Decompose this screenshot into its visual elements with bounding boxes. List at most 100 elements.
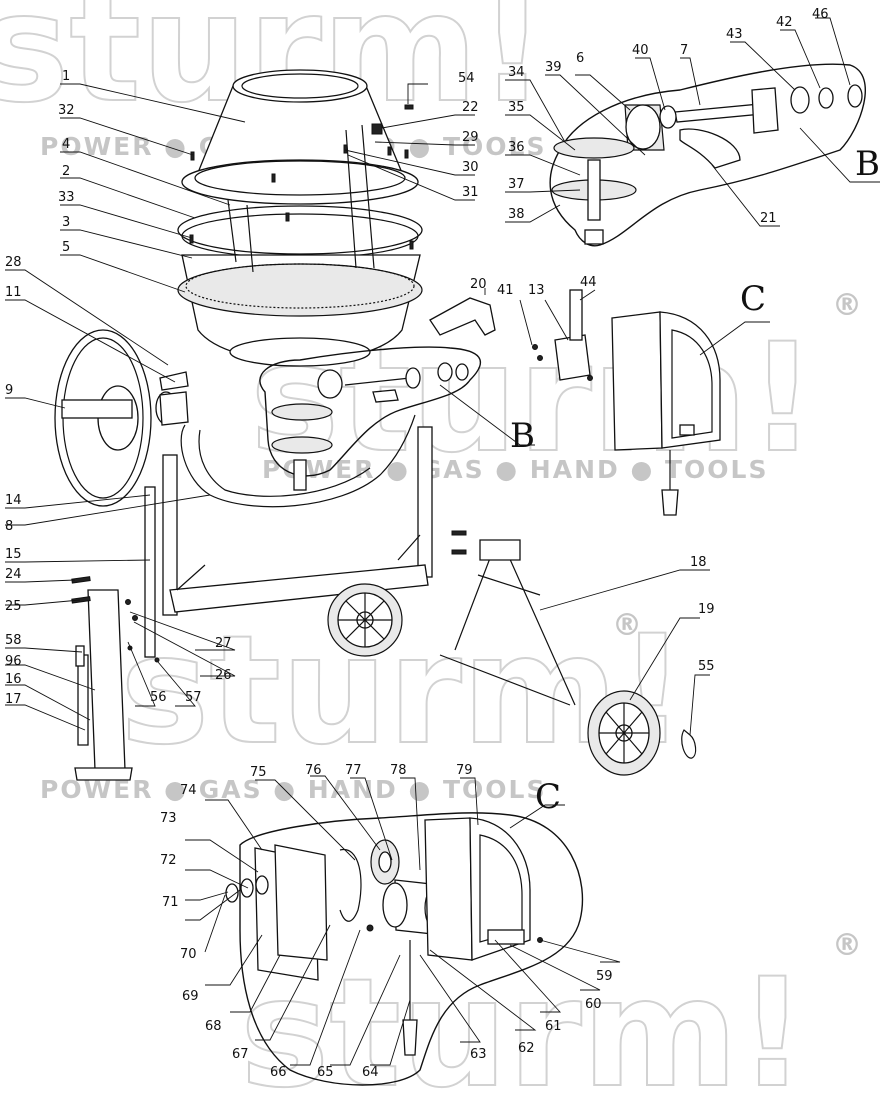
gear-guard (679, 128, 741, 169)
callout-64: 64 (362, 1065, 379, 1080)
frame-crossbar (169, 564, 429, 613)
callout-15: 15 (5, 547, 22, 562)
part-callouts: 1 32 4 2 33 3 5 54 22 29 30 31 28 11 9 1… (5, 7, 829, 1080)
section-label-c-lower: C (535, 777, 561, 817)
callout-33: 33 (58, 190, 75, 205)
callout-78: 78 (390, 763, 407, 778)
drive-shaft (674, 103, 763, 123)
power-plug-lower (402, 1019, 418, 1056)
callout-21: 21 (760, 211, 777, 226)
callout-28: 28 (5, 255, 22, 270)
drum-cradle-arm (180, 414, 416, 508)
watermark-tagline-middle: POWER ● GAS ● HAND ● TOOLS (262, 455, 768, 484)
callout-16: 16 (5, 672, 22, 687)
leg-insert (77, 654, 89, 746)
drum-upper-flange (181, 159, 419, 205)
callout-26: 26 (215, 668, 232, 683)
bearing-plate-upper (553, 137, 635, 159)
section-label-b-top: B (855, 144, 880, 184)
drum-support-arms (227, 124, 375, 273)
callout-4: 4 (62, 137, 70, 152)
callout-39: 39 (545, 60, 562, 75)
watermark-registered-1: ® (832, 288, 864, 323)
callout-61: 61 (545, 1019, 562, 1034)
section-label-c-top: C (740, 279, 766, 319)
drum-assembly (177, 69, 423, 367)
bracket-20 (429, 297, 496, 336)
callout-32: 32 (58, 103, 75, 118)
callout-70: 70 (180, 947, 197, 962)
callout-72: 72 (160, 853, 177, 868)
motor-housing-upper (611, 311, 721, 516)
callout-36: 36 (508, 140, 525, 155)
callout-19: 19 (698, 602, 715, 617)
callout-35: 35 (508, 100, 525, 115)
callout-8: 8 (5, 519, 13, 534)
callout-57: 57 (185, 690, 202, 705)
motor-detail-c (225, 812, 584, 1086)
callout-24: 24 (5, 567, 22, 582)
motor-cover-plate (611, 311, 663, 451)
callout-62: 62 (518, 1041, 535, 1056)
frame-stand-post (144, 486, 156, 658)
callout-56: 56 (150, 690, 167, 705)
wheel-stand-assembly (439, 530, 697, 776)
callout-5: 5 (62, 240, 70, 255)
callout-46: 46 (812, 7, 829, 22)
watermark-registered-3: ® (832, 928, 864, 963)
drum-opening (232, 69, 368, 103)
callout-9: 9 (5, 383, 13, 398)
callout-71: 71 (162, 895, 179, 910)
callout-96: 96 (5, 654, 22, 669)
section-letters: B B C C (510, 144, 880, 817)
callout-29: 29 (462, 130, 479, 145)
callout-63: 63 (470, 1047, 487, 1062)
frame-wheel (327, 583, 403, 657)
watermark-layer: sturm! POWER ● GAS ● HAND ● TOOLS sturm!… (0, 0, 864, 1095)
callout-69: 69 (182, 989, 199, 1004)
callout-30: 30 (462, 160, 479, 175)
cotter-pin (681, 729, 697, 759)
watermark-registered-2: ® (612, 608, 644, 643)
callout-74: 74 (180, 783, 197, 798)
callout-27: 27 (215, 636, 232, 651)
callout-67: 67 (232, 1047, 249, 1062)
frame-left-leg (87, 589, 126, 771)
section-label-b-center: B (510, 416, 535, 456)
main-frame (71, 414, 433, 781)
pinion-shaft-detail-b (549, 63, 866, 247)
bracket-13 (554, 334, 591, 381)
callout-54: 54 (458, 71, 475, 86)
pinion-shaft-detail-center (259, 346, 482, 491)
callout-13: 13 (528, 283, 545, 298)
callout-79: 79 (456, 763, 473, 778)
callout-2: 2 (62, 164, 70, 179)
leader-lines (5, 17, 880, 1066)
callout-73: 73 (160, 811, 177, 826)
callout-59: 59 (596, 969, 613, 984)
callout-55: 55 (698, 659, 715, 674)
callout-44: 44 (580, 275, 597, 290)
callout-18: 18 (690, 555, 707, 570)
callout-76: 76 (305, 763, 322, 778)
callout-68: 68 (205, 1019, 222, 1034)
callout-11: 11 (5, 285, 22, 300)
callout-3: 3 (62, 215, 70, 230)
callout-75: 75 (250, 765, 267, 780)
callout-42: 42 (776, 15, 793, 30)
callout-25: 25 (5, 599, 22, 614)
wheel-stand-frame (439, 544, 576, 706)
handwheel-assembly (54, 329, 189, 507)
drive-belt (339, 849, 362, 922)
frame-left-post (162, 454, 178, 616)
callout-43: 43 (726, 27, 743, 42)
drum-seal-ring (177, 205, 423, 255)
frame-right-post (417, 426, 433, 578)
callout-31: 31 (462, 185, 479, 200)
callout-77: 77 (345, 763, 362, 778)
callout-58: 58 (5, 633, 22, 648)
callout-40: 40 (632, 43, 649, 58)
callout-6: 6 (576, 51, 584, 66)
callout-65: 65 (317, 1065, 334, 1080)
